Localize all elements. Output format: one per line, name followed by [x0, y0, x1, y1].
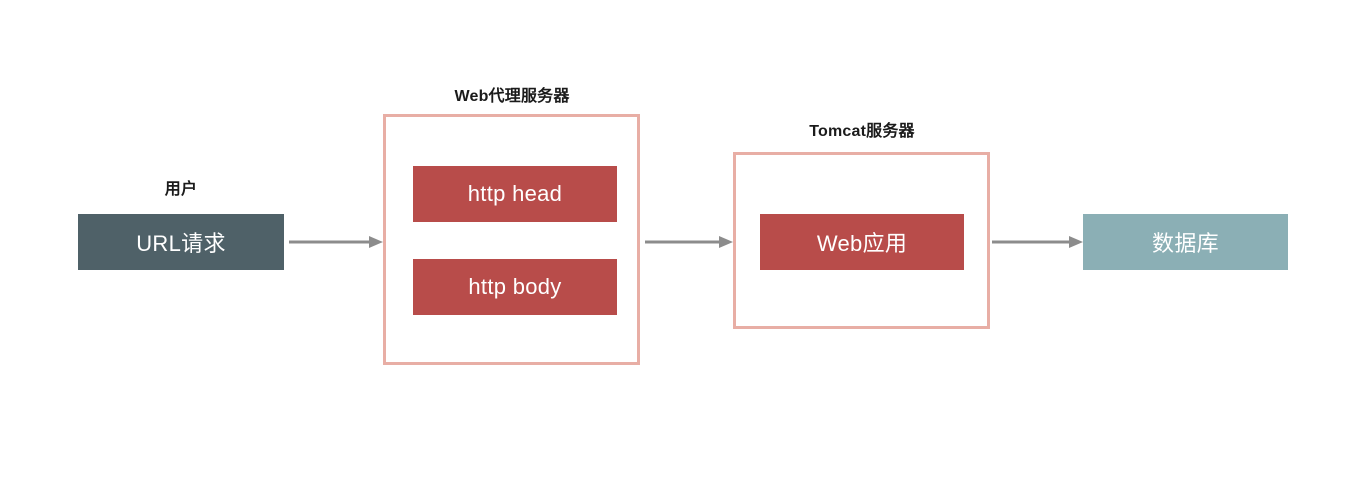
edge-tomcat-to-database — [992, 235, 1083, 249]
caption-tomcat-server: Tomcat服务器 — [809, 123, 915, 140]
node-database: 数据库 — [1083, 214, 1288, 270]
group-tomcat-server: Web应用 — [733, 152, 990, 329]
node-url-request: URL请求 — [78, 214, 284, 270]
edge-url-to-proxy — [289, 235, 383, 249]
node-http-head: http head — [413, 166, 617, 222]
node-http-body: http body — [413, 259, 617, 315]
caption-user: 用户 — [164, 181, 198, 198]
edge-proxy-to-tomcat — [645, 235, 733, 249]
group-web-proxy-server: http head http body — [383, 114, 640, 365]
node-web-application: Web应用 — [760, 214, 964, 270]
caption-web-proxy-server: Web代理服务器 — [454, 88, 570, 105]
